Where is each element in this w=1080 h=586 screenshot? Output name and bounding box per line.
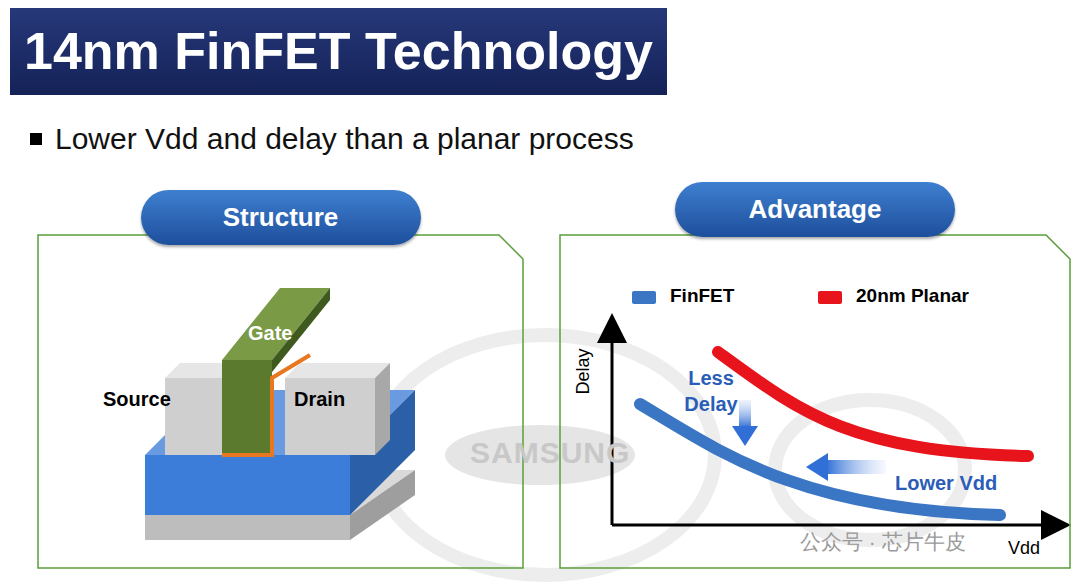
label: Less Delay [676, 365, 746, 417]
legend-swatch [632, 291, 656, 304]
bullet-text: Lower Vdd and delay than a planar proces… [55, 122, 634, 156]
label: Delay [573, 348, 594, 394]
label: Drain [294, 388, 345, 411]
title-bar: 14nm FinFET Technology [10, 8, 667, 95]
watermark: SAMSUNG [470, 436, 630, 470]
label: Source [103, 388, 171, 411]
legend-text: 20nm Planar [856, 285, 969, 307]
panel-outline [560, 235, 1070, 568]
panel-header: Advantage [675, 182, 955, 237]
legend-swatch [818, 291, 842, 304]
panel-header: Structure [141, 190, 421, 245]
watermark: 公众号 · 芯片牛皮 [800, 528, 966, 556]
legend-text: FinFET [670, 285, 734, 307]
label: Vdd [1008, 538, 1040, 559]
label: Gate [248, 322, 292, 345]
label: Lower Vdd [895, 472, 997, 495]
panel: Advantage [560, 235, 1070, 568]
